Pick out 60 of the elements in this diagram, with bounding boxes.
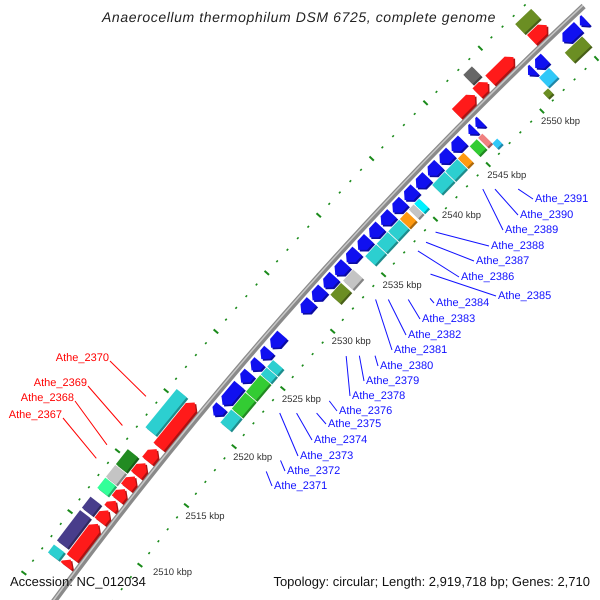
gene-label: Athe_2369 bbox=[34, 377, 87, 389]
scale-label: 2520 kbp bbox=[233, 452, 272, 463]
gene-label: Athe_2379 bbox=[366, 375, 420, 387]
leader-line bbox=[375, 298, 392, 350]
gene-label: Athe_2371 bbox=[274, 480, 328, 492]
gene-label: Athe_2388 bbox=[491, 240, 544, 252]
gene-label: Athe_2368 bbox=[20, 392, 74, 404]
gene-label: Athe_2372 bbox=[287, 465, 340, 477]
leader-line bbox=[430, 274, 496, 296]
leader-line bbox=[316, 412, 326, 424]
leader-line bbox=[518, 188, 534, 200]
gene-label: Athe_2380 bbox=[380, 360, 434, 372]
scale-label: 2525 kbp bbox=[282, 394, 321, 405]
leader-line bbox=[426, 242, 474, 262]
gene-label: Athe_2382 bbox=[408, 329, 462, 341]
leader-line bbox=[388, 298, 406, 336]
gene-label: Athe_2370 bbox=[56, 352, 109, 364]
leader-line bbox=[358, 355, 364, 382]
scale-label: 2545 kbp bbox=[487, 170, 526, 181]
leader-line bbox=[374, 355, 378, 366]
leader-line bbox=[110, 360, 146, 397]
title: Anaerocellum thermophilum DSM 6725, complete genome bbox=[102, 9, 496, 26]
leader-line bbox=[88, 386, 123, 426]
gene-label: Athe_2378 bbox=[352, 390, 406, 402]
topology-text: Topology: circular; Length: 2,919,718 bp; Genes: 2,710 bbox=[273, 574, 590, 589]
gene-label: Athe_2387 bbox=[476, 255, 530, 267]
leader-line bbox=[279, 412, 298, 456]
gene-label: Athe_2381 bbox=[394, 344, 448, 356]
leader-line bbox=[296, 412, 312, 440]
gene-label: Athe_2367 bbox=[8, 409, 62, 421]
gene-label: Athe_2386 bbox=[461, 271, 514, 283]
gene-label: Athe_2390 bbox=[520, 209, 574, 221]
gene-label: Athe_2375 bbox=[328, 418, 382, 430]
gene-label: Athe_2389 bbox=[505, 224, 558, 236]
accession-text: Accession: NC_012034 bbox=[10, 574, 146, 589]
scale-label: 2540 kbp bbox=[442, 210, 482, 221]
leader-line bbox=[482, 188, 504, 230]
gene-label: Athe_2383 bbox=[422, 313, 476, 325]
scale-label: 2550 kbp bbox=[540, 116, 580, 128]
leader-line bbox=[62, 418, 97, 459]
gene-label: Athe_2374 bbox=[314, 434, 368, 446]
leader-line bbox=[74, 400, 108, 446]
scale-label: 2515 kbp bbox=[185, 510, 225, 522]
scale-label: 2535 kbp bbox=[382, 280, 422, 291]
gene-label: Athe_2373 bbox=[300, 450, 354, 462]
leader-line bbox=[435, 232, 490, 246]
gene-label: Athe_2376 bbox=[339, 405, 392, 417]
scale-label: 2530 kbp bbox=[332, 336, 371, 348]
leader-line bbox=[346, 356, 350, 396]
gene-label: Athe_2385 bbox=[498, 290, 552, 302]
leader-line bbox=[408, 298, 420, 320]
leader-line bbox=[417, 250, 460, 278]
leader-line bbox=[280, 460, 286, 472]
leader-line bbox=[494, 188, 518, 216]
leader-line bbox=[266, 470, 272, 486]
leader-line bbox=[430, 298, 434, 304]
gene-label: Athe_2391 bbox=[535, 193, 588, 205]
gene-label: Athe_2384 bbox=[436, 297, 490, 309]
leader-line bbox=[328, 400, 338, 412]
scale-label: 2510 kbp bbox=[152, 567, 192, 578]
